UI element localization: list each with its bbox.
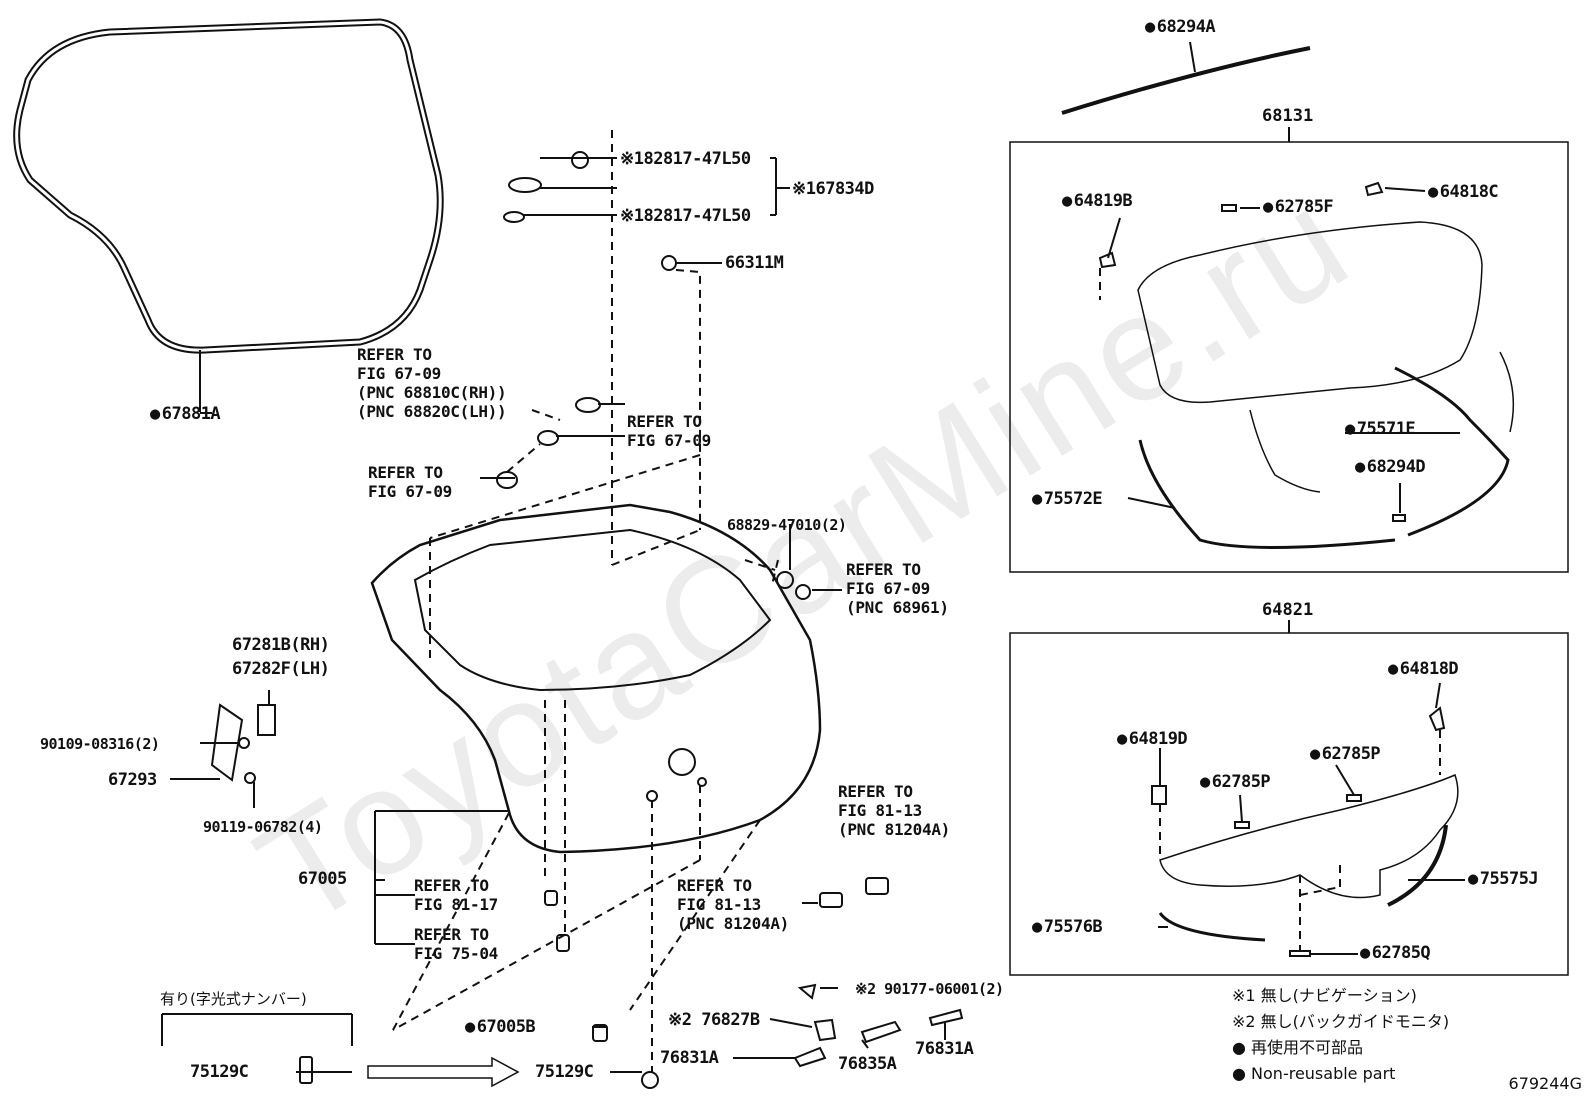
part-label-67005[interactable]: 67005 [298,869,347,889]
refer-note-68810c[interactable]: REFER TO FIG 67-09 (PNC 68810C(RH)) (PNC… [357,345,507,421]
part-label-75572e[interactable]: 75572E [1032,490,1103,508]
refer-line: FIG 81-13 [838,801,922,820]
legend-block: ※1 無し(ナビゲーション) ※2 無し(バックガイドモニタ) ● 再使用不可部… [1232,983,1449,1087]
part-label-66311m[interactable]: 66311M [725,253,784,273]
refer-line: (PNC 68820C(LH)) [357,402,507,421]
part-label-62785q[interactable]: 62785Q [1360,944,1431,962]
part-label-62785p-a[interactable]: 62785P [1310,745,1381,763]
refer-line: FIG 67-09 [368,482,452,501]
refer-line: REFER TO [414,876,489,895]
part-label-76835a[interactable]: 76835A [838,1054,897,1074]
part-label-75129c-b[interactable]: 75129C [535,1062,594,1082]
part-label-64819d[interactable]: 64819D [1117,730,1188,748]
part-label-75129c-a[interactable]: 75129C [190,1062,249,1082]
part-label-64818d[interactable]: 64818D [1388,660,1459,678]
plate-note: 有り(字光式ナンバー) [160,990,307,1008]
part-label-68829[interactable]: 68829-47010(2) [727,516,847,534]
refer-line: REFER TO [677,876,752,895]
refer-line: REFER TO [838,782,913,801]
refer-line: REFER TO [627,412,702,431]
part-label-62785p-b[interactable]: 62785P [1200,773,1271,791]
part-label-75576b[interactable]: 75576B [1032,918,1103,936]
part-label-76831a-a[interactable]: 76831A [660,1048,719,1068]
weatherstrip-drawing [13,18,444,354]
part-label-82817-a[interactable]: ※182817-47L50 [620,149,751,169]
part-label-68294d[interactable]: 68294D [1355,458,1426,476]
refer-line: FIG 81-17 [414,895,498,914]
part-label-64818c[interactable]: 64818C [1428,183,1499,201]
refer-line: REFER TO [414,925,489,944]
refer-line: (PNC 68810C(RH)) [357,383,507,402]
refer-line: REFER TO [846,560,921,579]
refer-line: FIG 67-09 [627,431,711,450]
refer-line: (PNC 81204A) [677,914,789,933]
part-label-62785f[interactable]: 62785F [1263,198,1334,216]
back-glass [1137,221,1483,404]
figure-number: 679244G [1508,1074,1582,1093]
refer-line: (PNC 68961) [846,598,949,617]
part-label-64819b[interactable]: 64819B [1062,192,1133,210]
back-door-panel [370,503,822,854]
refer-line: FIG 67-09 [357,364,441,383]
part-label-67834d[interactable]: ※167834D [792,179,874,199]
part-label-90119[interactable]: 90119-06782(4) [203,818,323,836]
part-label-76831a-b[interactable]: 76831A [915,1039,974,1059]
refer-note-67-09-right[interactable]: REFER TO FIG 67-09 [627,412,711,450]
part-label-75571e[interactable]: 75571E [1345,420,1416,438]
part-label-67293[interactable]: 67293 [108,770,157,790]
part-label-67005b[interactable]: 67005B [465,1018,536,1036]
refer-note-81-13-upper[interactable]: REFER TO FIG 81-13 (PNC 81204A) [838,782,950,839]
legend-note-1: ※1 無し(ナビゲーション) [1232,986,1417,1005]
refer-line: FIG 81-13 [677,895,761,914]
legend-note-3: ● 再使用不可部品 [1232,1038,1364,1057]
refer-line: FIG 75-04 [414,944,498,963]
refer-line: REFER TO [368,463,443,482]
refer-note-68961[interactable]: REFER TO FIG 67-09 (PNC 68961) [846,560,949,617]
part-label-68294a[interactable]: 68294A [1145,18,1216,36]
refer-note-81-13-lower[interactable]: REFER TO FIG 81-13 (PNC 81204A) [677,876,789,933]
legend-note-2: ※2 無し(バックガイドモニタ) [1232,1012,1450,1031]
part-label-67881a[interactable]: 67881A [150,405,221,423]
part-label-75575j[interactable]: 75575J [1468,870,1539,888]
refer-line: (PNC 81204A) [838,820,950,839]
part-label-90177[interactable]: ※2 90177-06001(2) [855,980,1004,998]
legend-note-4: ● Non-reusable part [1232,1064,1396,1083]
box-68131-title: 68131 [1262,106,1314,126]
box-64821-title: 64821 [1262,600,1314,620]
part-label-67282f[interactable]: 67282F(LH) [232,659,330,679]
refer-line: REFER TO [357,345,432,364]
refer-note-81-17[interactable]: REFER TO FIG 81-17 [414,876,498,914]
part-label-76827b[interactable]: ※2 76827B [668,1010,760,1030]
refer-note-75-04[interactable]: REFER TO FIG 75-04 [414,925,498,963]
refer-line: FIG 67-09 [846,579,930,598]
molding-68294a [1061,46,1311,115]
spoiler-panel [1159,773,1459,899]
part-label-90109[interactable]: 90109-08316(2) [40,735,160,753]
part-label-82817-b[interactable]: ※182817-47L50 [620,206,751,226]
part-label-67281b[interactable]: 67281B(RH) [232,635,330,655]
refer-note-67-09-left[interactable]: REFER TO FIG 67-09 [368,463,452,501]
